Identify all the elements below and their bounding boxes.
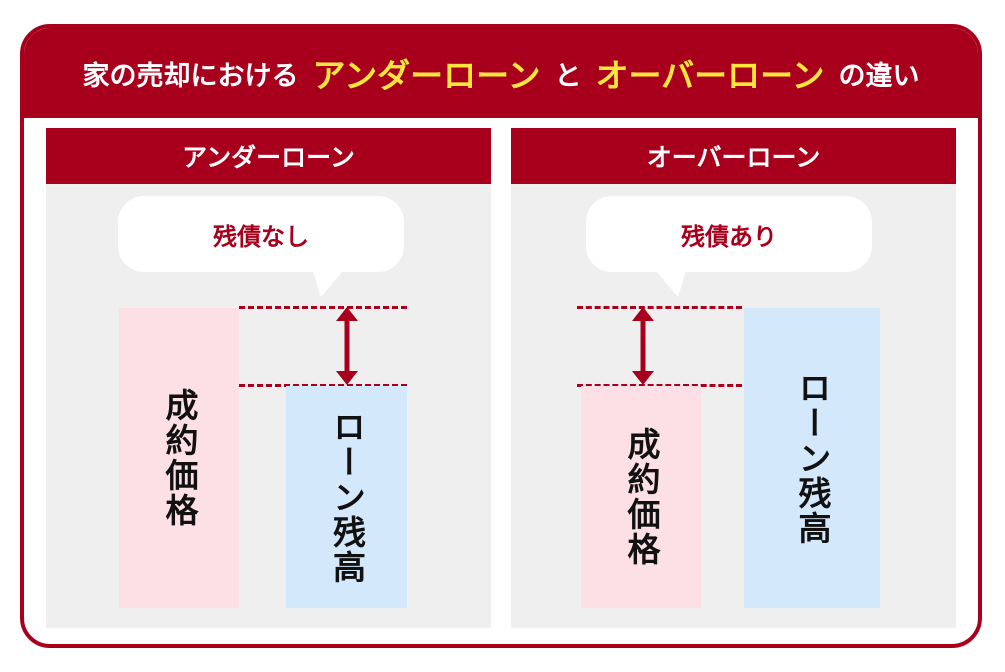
sale-price-bar: 成約価格 <box>581 386 701 608</box>
speech-bubble-residual: 残債あり <box>586 196 872 297</box>
double-arrow-icon <box>628 307 658 385</box>
dashed-line-top <box>577 306 742 309</box>
sale-price-label: 成約価格 <box>622 427 661 567</box>
bubble-tail <box>313 271 343 297</box>
card-title: 家の売却における アンダーローン と オーバーローン の違い <box>24 28 978 118</box>
title-term-under-loan: アンダーローン <box>312 56 541 95</box>
bubble-text: 残債なし <box>213 222 309 251</box>
dashed-line-top <box>239 306 407 309</box>
under-loan-panel: アンダーローン 残債なし 成約価格 ローン残高 <box>46 128 491 628</box>
loan-balance-label: ローン残高 <box>793 370 832 546</box>
bubble-text: 残債あり <box>681 222 777 251</box>
over-loan-panel: オーバーローン 残債あり 成約価格 ローン残高 <box>511 128 956 628</box>
dashed-line-bottom <box>239 384 407 387</box>
dashed-line-bottom <box>577 384 742 387</box>
bubble-tail <box>656 271 686 297</box>
loan-balance-bar: ローン残高 <box>286 386 407 608</box>
sale-price-bar: 成約価格 <box>119 308 239 608</box>
speech-bubble-no-residual: 残債なし <box>118 196 404 297</box>
sale-price-label: 成約価格 <box>160 388 199 528</box>
title-term-over-loan: オーバーローン <box>595 56 825 95</box>
title-connector: と <box>554 60 582 92</box>
title-prefix: 家の売却における <box>82 60 299 92</box>
comparison-card: 家の売却における アンダーローン と オーバーローン の違い アンダーローン 残… <box>20 24 982 648</box>
title-suffix: の違い <box>838 60 920 92</box>
loan-balance-bar: ローン残高 <box>744 308 880 608</box>
loan-balance-label: ローン残高 <box>327 409 367 585</box>
double-arrow-icon <box>332 307 362 385</box>
panel-title-under-loan: アンダーローン <box>46 128 491 184</box>
panel-title-over-loan: オーバーローン <box>511 128 956 184</box>
